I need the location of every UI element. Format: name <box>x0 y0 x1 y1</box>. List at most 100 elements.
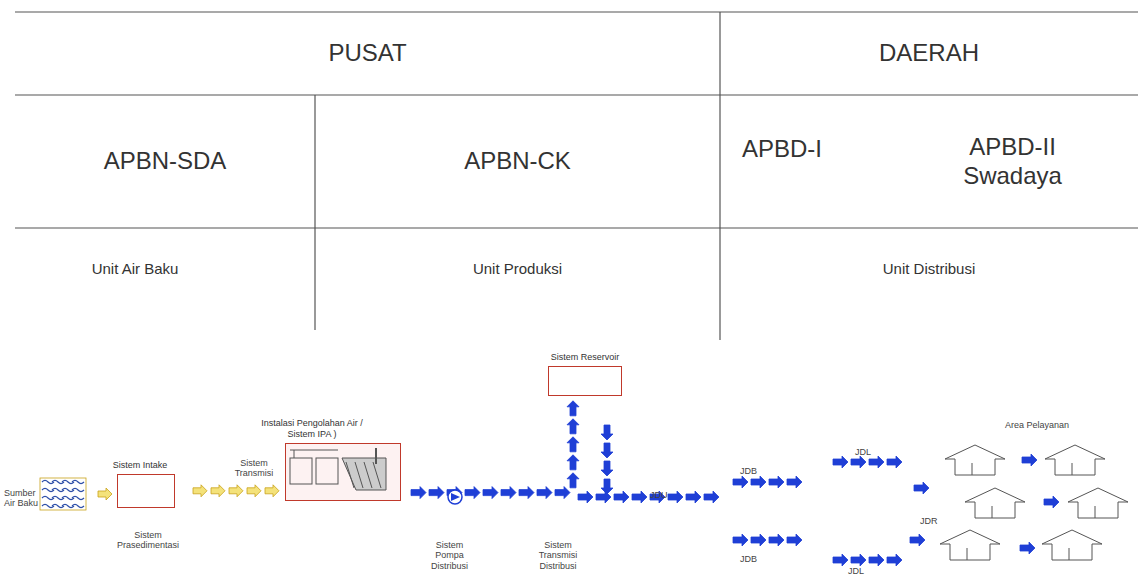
unit-label: Unit Produksi <box>315 260 720 278</box>
flow-arrow <box>601 425 613 440</box>
flow-arrow <box>751 534 766 546</box>
source-label: Sumber Air Baku <box>4 488 44 509</box>
flow-arrow <box>601 461 613 476</box>
flow-arrow <box>265 485 279 497</box>
flow-connector <box>193 485 279 497</box>
flow-arrow <box>567 473 579 488</box>
system-label: Sistem Transmisi Distribusi <box>528 540 588 571</box>
house-icon <box>940 530 1000 560</box>
unit-cell: Unit Air Baku <box>15 228 315 308</box>
flow-arrow <box>247 485 261 497</box>
system-label: Sistem Prasedimentasi <box>108 530 188 551</box>
unit-cell: Unit Distribusi <box>720 228 1138 308</box>
house-door <box>992 506 993 518</box>
header-text: DAERAH <box>720 39 1138 68</box>
flow-arrow <box>769 476 784 488</box>
tank-outline <box>117 474 175 508</box>
flow-connector <box>411 401 579 499</box>
system-label: Sistem Transmisi <box>228 458 280 479</box>
header-band: PUSAT <box>15 12 720 95</box>
flow-arrow <box>229 485 243 497</box>
flow-arrow <box>733 534 748 546</box>
header-text: APBN-SDA <box>15 147 315 176</box>
flow-arrow <box>98 488 112 500</box>
tank-outline <box>548 366 622 396</box>
water-edge <box>40 478 86 510</box>
house-door <box>972 463 973 475</box>
flow-arrow <box>578 491 593 503</box>
pipe-label: JDB <box>740 554 757 564</box>
flow-arrow <box>465 487 480 499</box>
grid-line <box>15 94 1138 95</box>
header-text: PUSAT <box>15 39 720 68</box>
unit-label: Unit Air Baku <box>0 260 285 278</box>
house-icon <box>1042 530 1102 560</box>
flow-arrow <box>567 401 579 416</box>
grid-line <box>15 11 1138 12</box>
flow-arrow <box>869 456 884 468</box>
flow-arrow <box>851 554 866 566</box>
flow-arrow <box>211 485 225 497</box>
flow-arrow <box>519 487 534 499</box>
pump-symbol <box>448 490 462 504</box>
flow-arrow <box>1022 454 1037 466</box>
house-door <box>967 548 968 560</box>
pipe-label: JDR <box>920 516 938 526</box>
flow-arrow <box>601 443 613 458</box>
flow-arrow <box>1020 542 1035 554</box>
house-door <box>1069 548 1070 560</box>
area-label: Area Pelayanan <box>1005 420 1069 430</box>
reservoir-box: Sistem Reservoir <box>535 352 635 396</box>
budget-cell: APBN-SDA <box>15 95 315 228</box>
flow-arrow <box>733 476 748 488</box>
flow-arrow <box>567 455 579 470</box>
flow-arrow <box>686 491 701 503</box>
flow-arrow <box>914 482 929 494</box>
treatment-plant-box: Instalasi Pengolahan Air / Sistem IPA ) <box>255 418 405 501</box>
flow-arrow <box>787 534 802 546</box>
flow-arrows <box>98 425 1059 566</box>
flow-arrow <box>833 554 848 566</box>
pipe-label: JDL <box>848 566 864 576</box>
flow-arrow <box>567 437 579 452</box>
flow-arrow <box>769 534 784 546</box>
house-door <box>1072 463 1073 475</box>
budget-cell: APBD-IAPBD-II Swadaya <box>720 95 1138 228</box>
house-door <box>1095 506 1096 518</box>
water-source <box>40 478 86 510</box>
box-heading: Sistem Intake <box>95 460 185 474</box>
house-icon <box>965 488 1025 518</box>
grid-line <box>314 95 315 330</box>
water-wave <box>72 497 84 500</box>
flow-arrow <box>537 487 552 499</box>
flow-arrow <box>601 479 613 494</box>
flow-arrow <box>787 476 802 488</box>
flow-arrow <box>614 491 629 503</box>
flow-arrow <box>910 534 925 546</box>
flow-arrow <box>851 456 866 468</box>
water-wave <box>72 489 84 492</box>
water-wave <box>72 481 84 484</box>
water-wave <box>72 505 84 508</box>
flow-arrow <box>869 554 884 566</box>
intake-box: Sistem Intake <box>95 460 185 508</box>
house-icon <box>1045 445 1105 475</box>
header-text: APBD-I <box>742 135 822 164</box>
flow-arrow <box>833 456 848 468</box>
flow-arrow <box>555 487 570 499</box>
flow-arrow <box>668 491 683 503</box>
flow-arrow <box>704 491 719 503</box>
pipe-label: JDU <box>650 490 668 500</box>
grid-line <box>719 12 720 340</box>
flow-arrow <box>632 491 647 503</box>
flow-arrow <box>1044 496 1059 508</box>
pump-symbol <box>451 493 460 501</box>
header-band: DAERAH <box>720 12 1138 95</box>
house-icon <box>945 445 1005 475</box>
budget-cell: APBN-CK <box>315 95 720 228</box>
header-text: APBN-CK <box>315 147 720 176</box>
plant-outline <box>285 443 401 501</box>
flow-arrow <box>751 476 766 488</box>
flow-arrow <box>887 456 902 468</box>
